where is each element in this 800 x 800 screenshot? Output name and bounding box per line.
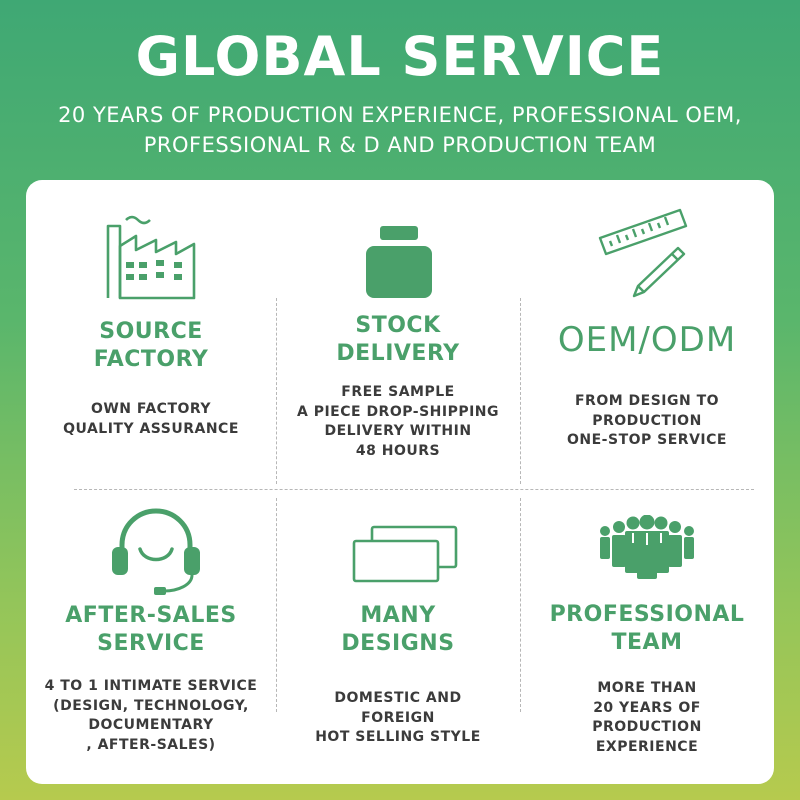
feature-source-factory: SOURCE FACTORY OWN FACTORY QUALITY ASSUR… bbox=[26, 180, 276, 489]
subtitle-line: 20 YEARS OF PRODUCTION EXPERIENCE, PROFE… bbox=[58, 103, 742, 127]
feature-oem-odm: OEM/ODM FROM DESIGN TO PRODUCTION ONE-ST… bbox=[520, 180, 774, 489]
divider-vertical bbox=[520, 298, 521, 484]
headset-icon bbox=[112, 508, 200, 595]
page-subtitle: 20 YEARS OF PRODUCTION EXPERIENCE, PROFE… bbox=[0, 100, 800, 160]
feature-heading: STOCK DELIVERY bbox=[336, 313, 460, 366]
divider-vertical bbox=[520, 498, 521, 712]
feature-heading: OEM/ODM bbox=[557, 320, 737, 360]
feature-description: DOMESTIC AND FOREIGN HOT SELLING STYLE bbox=[315, 690, 481, 745]
divider-vertical bbox=[276, 498, 277, 712]
cards-icon bbox=[352, 525, 458, 583]
factory-icon bbox=[106, 215, 196, 300]
subtitle-line: PROFESSIONAL R & D AND PRODUCTION TEAM bbox=[143, 133, 657, 157]
feature-description: FREE SAMPLE A PIECE DROP-SHIPPING DELIVE… bbox=[296, 384, 500, 459]
feature-professional-team: PROFESSIONAL TEAM MORE THAN 20 YEARS OF … bbox=[520, 489, 774, 784]
ruler-pencil-icon bbox=[598, 208, 688, 298]
box-icon bbox=[366, 226, 432, 298]
divider-horizontal bbox=[74, 489, 754, 490]
page-title: GLOBAL SERVICE bbox=[135, 25, 665, 88]
team-icon bbox=[600, 515, 694, 579]
feature-description: 4 TO 1 INTIMATE SERVICE (DESIGN, TECHNOL… bbox=[44, 678, 258, 753]
divider-vertical bbox=[276, 298, 277, 484]
feature-description: OWN FACTORY QUALITY ASSURANCE bbox=[63, 401, 239, 437]
services-card: SOURCE FACTORY OWN FACTORY QUALITY ASSUR… bbox=[26, 180, 774, 784]
feature-description: FROM DESIGN TO PRODUCTION ONE-STOP SERVI… bbox=[567, 393, 727, 448]
feature-heading: AFTER-SALES SERVICE bbox=[65, 603, 237, 656]
feature-description: MORE THAN 20 YEARS OF PRODUCTION EXPERIE… bbox=[592, 680, 702, 755]
feature-heading: SOURCE FACTORY bbox=[93, 319, 209, 372]
feature-stock-delivery: STOCK DELIVERY FREE SAMPLE A PIECE DROP-… bbox=[276, 180, 520, 489]
feature-heading: MANY DESIGNS bbox=[341, 603, 455, 656]
feature-after-sales-service: AFTER-SALES SERVICE 4 TO 1 INTIMATE SERV… bbox=[26, 489, 276, 784]
feature-many-designs: MANY DESIGNS DOMESTIC AND FOREIGN HOT SE… bbox=[276, 489, 520, 784]
feature-heading: PROFESSIONAL TEAM bbox=[549, 602, 745, 655]
